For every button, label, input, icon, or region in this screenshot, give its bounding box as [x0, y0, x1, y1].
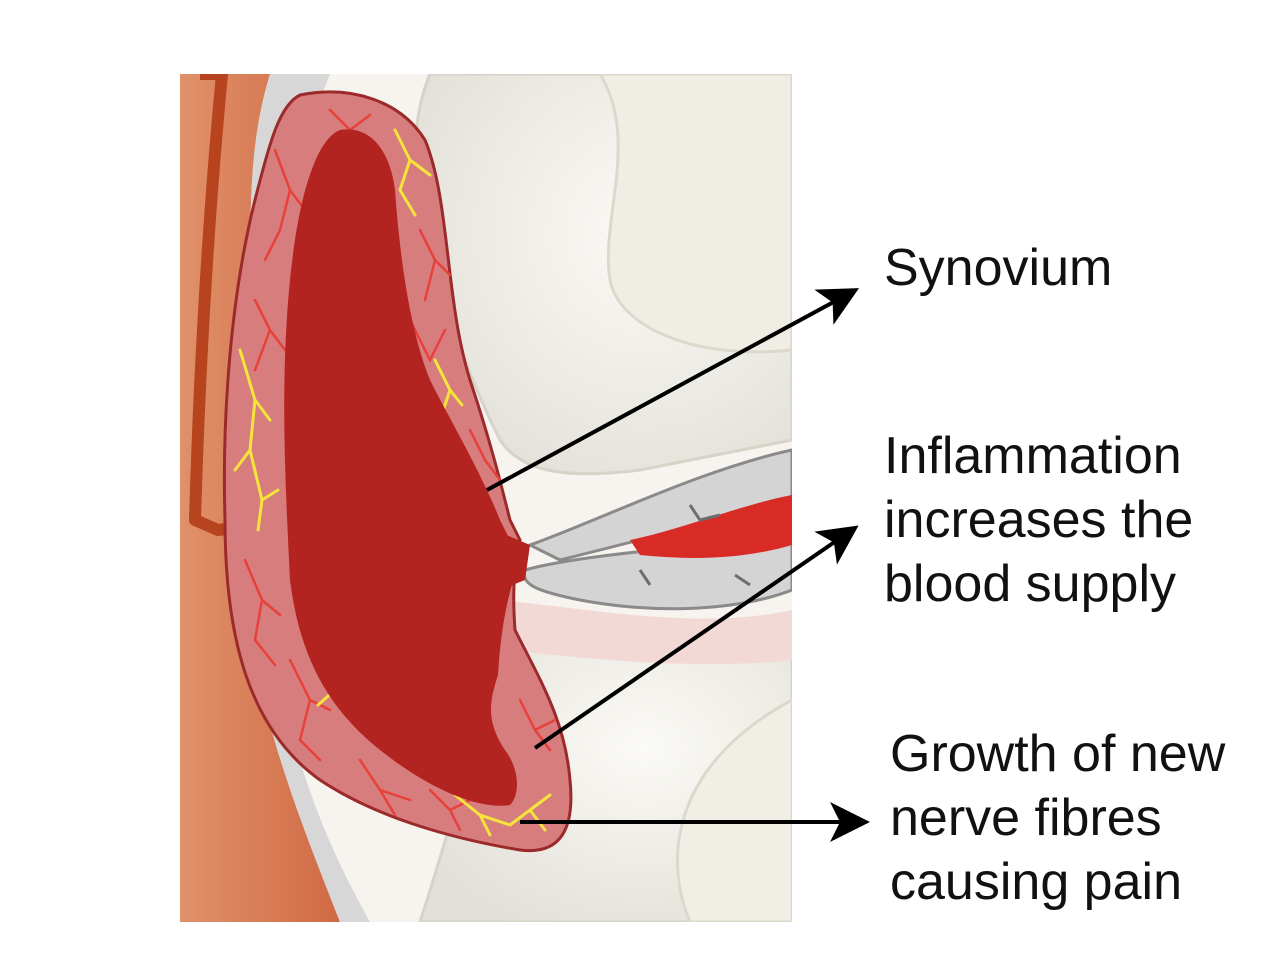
inflammation-label: Inflammation increases the blood supply	[884, 424, 1193, 616]
synovium-arrow	[486, 288, 860, 492]
nerves-label: Growth of new nerve fibres causing pain	[890, 722, 1225, 914]
ligament-band	[500, 600, 792, 665]
inflammation-label-line-1: Inflammation	[884, 427, 1182, 485]
synovial-extension	[495, 530, 530, 590]
femur-condyle-highlight	[598, 74, 792, 354]
skin-inner-line	[189, 74, 236, 536]
meniscus-tear	[638, 504, 751, 587]
skin-layer	[180, 74, 340, 922]
nerves-label-line-3: causing pain	[890, 853, 1182, 911]
nerve-fibres	[233, 128, 552, 837]
synovium-label: Synovium	[884, 236, 1112, 300]
meniscus-upper	[526, 448, 792, 562]
nerves-label-line-1: Growth of new	[890, 725, 1226, 783]
tibia-contour	[675, 698, 792, 922]
meniscus-blood	[630, 495, 792, 558]
nerves-label-line-2: nerve fibres	[890, 789, 1162, 847]
inflammation-arrow	[533, 525, 859, 750]
inflammation-label-line-2: increases the	[884, 491, 1194, 549]
inflammation-label-line-3: blood supply	[884, 555, 1176, 613]
inflamed-joint-cavity	[284, 129, 520, 806]
synovium-label-line: Synovium	[884, 239, 1113, 297]
